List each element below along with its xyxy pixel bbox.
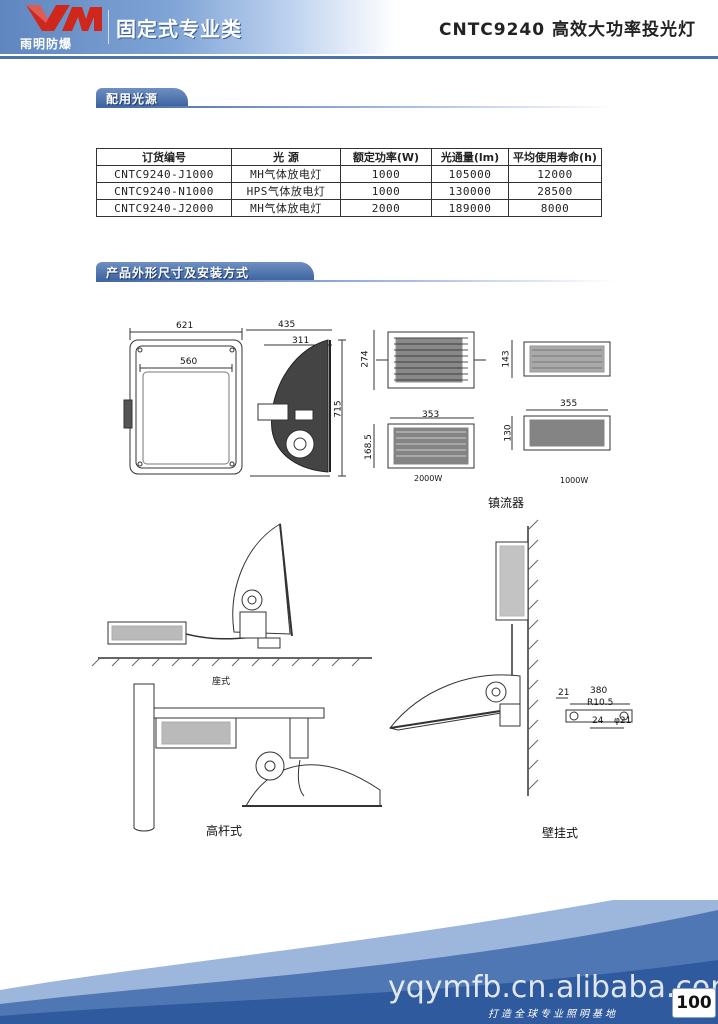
dimension-label: 21 xyxy=(558,688,570,698)
wall-mount-drawing xyxy=(389,519,539,796)
page-header: 雨明防爆 固定式专业类 CNTC9240 高效大功率投光灯 xyxy=(0,0,718,54)
ballast-1000w-front-drawing xyxy=(511,409,611,451)
mount-caption: 高杆式 xyxy=(206,824,243,838)
cell-flux: 189000 xyxy=(431,199,509,217)
header-rule xyxy=(0,56,718,59)
footer-wave xyxy=(0,900,718,1024)
header-separator xyxy=(108,10,109,44)
bracket-detail-drawing xyxy=(556,697,633,729)
side-view-drawing xyxy=(246,329,346,477)
product-title: CNTC9240 高效大功率投光灯 xyxy=(438,20,696,40)
dimension-label: 143 xyxy=(501,350,512,368)
cell-light-source: MH气体放电灯 xyxy=(231,199,341,217)
dimension-label: 311 xyxy=(292,336,310,346)
ballast-2000w-front-drawing xyxy=(373,417,475,469)
column-header: 光 源 xyxy=(231,148,341,166)
dimension-label: 130 xyxy=(503,424,514,442)
dimension-label: 435 xyxy=(278,320,296,330)
logo-mark-icon xyxy=(26,5,102,31)
dimension-label: R10.5 xyxy=(587,698,614,708)
cell-life: 8000 xyxy=(508,199,602,217)
section-tab-light-source: 配用光源 xyxy=(96,88,616,108)
pole-mount-drawing xyxy=(133,683,382,832)
front-view-drawing xyxy=(123,328,243,475)
dimension-label: 274 xyxy=(360,350,371,368)
section-title: 配用光源 xyxy=(106,92,159,106)
dimension-label: 621 xyxy=(176,321,194,331)
dimension-label: 715 xyxy=(333,400,344,418)
spec-table: 订货编号 光 源 额定功率(W) 光通量(lm) 平均使用寿命(h) CNTC9… xyxy=(96,148,602,217)
table-row: CNTC9240-J2000 MH气体放电灯 2000 189000 8000 xyxy=(96,199,602,217)
footer-slogan: 打造全球专业照明基地 xyxy=(488,1009,618,1020)
company-logo: 雨明防爆 xyxy=(18,5,108,51)
mount-caption: 座式 xyxy=(212,677,231,687)
section-title: 产品外形尺寸及安装方式 xyxy=(106,266,250,280)
ballast-caption: 1000W xyxy=(560,476,589,485)
floor-mount-drawing xyxy=(91,523,372,667)
table-header-row: 订货编号 光 源 额定功率(W) 光通量(lm) 平均使用寿命(h) xyxy=(96,148,602,166)
dimension-label: 24 xyxy=(592,716,604,726)
dimension-label: 380 xyxy=(590,686,608,696)
logo-text: 雨明防爆 xyxy=(20,37,73,51)
cell-flux: 105000 xyxy=(431,165,509,183)
mount-caption: 壁挂式 xyxy=(542,826,579,840)
dimension-label: 355 xyxy=(560,399,578,409)
watermark-text: yqymfb.cn.alibaba.com xyxy=(388,970,718,1005)
section-tab-dimensions: 产品外形尺寸及安装方式 xyxy=(96,262,616,282)
dimension-label: 560 xyxy=(180,357,198,367)
table-row: CNTC9240-N1000 HPS气体放电灯 1000 130000 2850… xyxy=(96,182,602,200)
cell-flux: 130000 xyxy=(431,182,509,200)
column-header: 额定功率(W) xyxy=(340,148,432,166)
column-header: 光通量(lm) xyxy=(431,148,509,166)
ballast-title: 镇流器 xyxy=(488,496,525,510)
dimension-label: φ21 xyxy=(614,716,632,726)
ballast-2000w-top-drawing xyxy=(373,330,486,390)
cell-light-source: HPS气体放电灯 xyxy=(231,182,341,200)
ballast-caption: 2000W xyxy=(414,474,443,483)
dimension-label: 353 xyxy=(422,410,440,420)
cell-power: 2000 xyxy=(340,199,432,217)
dimension-label: 168.5 xyxy=(363,434,374,460)
page-number: 100 xyxy=(672,988,716,1018)
category-title: 固定式专业类 xyxy=(116,17,242,41)
ballast-1000w-top-drawing xyxy=(511,340,611,378)
